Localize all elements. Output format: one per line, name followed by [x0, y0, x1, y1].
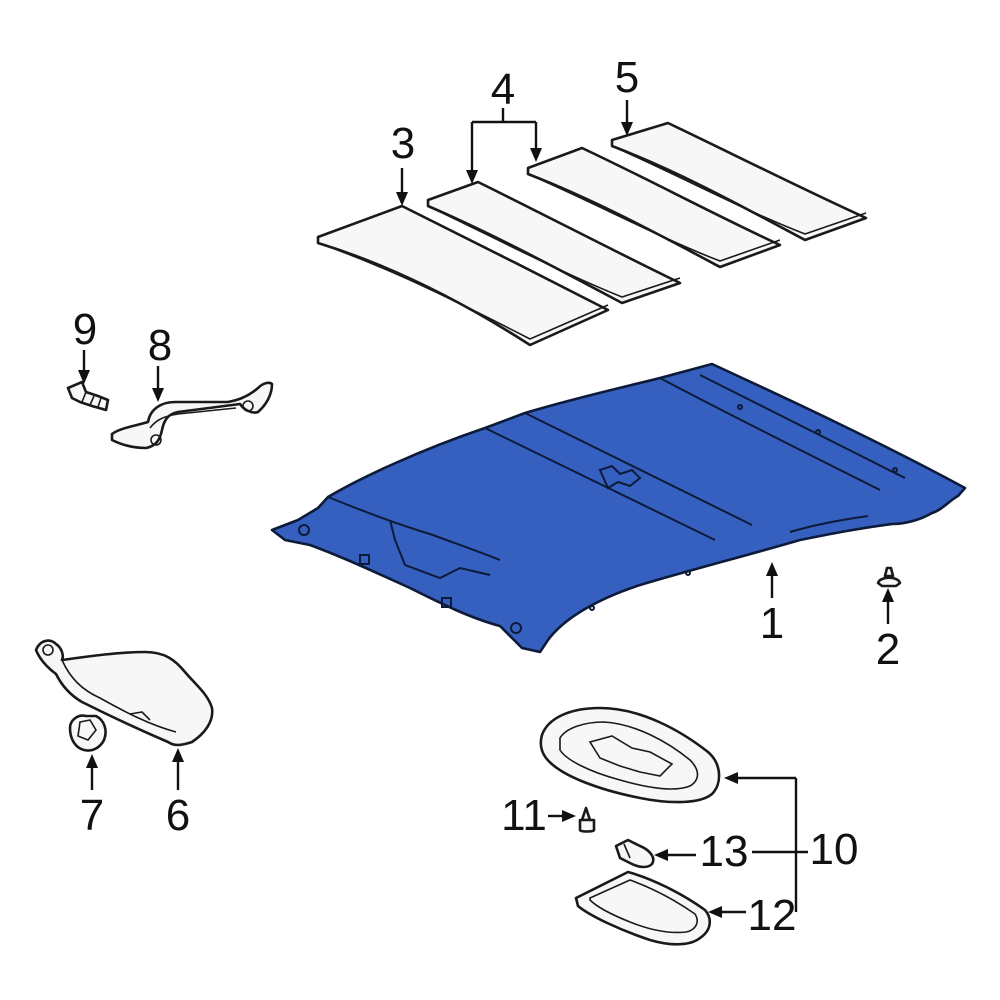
- headliner[interactable]: [270, 362, 967, 654]
- insulator-pad-4a[interactable]: [426, 180, 682, 305]
- lens-12[interactable]: [574, 870, 711, 946]
- callout-9: 9: [73, 305, 97, 354]
- assist-grip-8[interactable]: [110, 381, 274, 450]
- callout-3: 3: [391, 119, 415, 168]
- callout-12: 12: [748, 891, 797, 940]
- clip-2[interactable]: [876, 566, 902, 588]
- leader-lines: [78, 100, 894, 918]
- callout-labels: 1 2 3 4 5 6 7 8 9 10 11 12 13: [73, 53, 900, 940]
- callout-8: 8: [148, 321, 172, 370]
- callout-4: 4: [491, 65, 515, 114]
- bulb-13[interactable]: [614, 838, 655, 869]
- callout-2: 2: [876, 625, 900, 674]
- screw-9[interactable]: [66, 380, 110, 412]
- callout-6: 6: [166, 791, 190, 840]
- callout-5: 5: [615, 53, 639, 102]
- callout-10: 10: [810, 825, 859, 874]
- callout-7: 7: [80, 791, 104, 840]
- insulator-pad-5[interactable]: [610, 121, 868, 242]
- callout-11: 11: [501, 791, 547, 840]
- screw-11[interactable]: [578, 806, 596, 833]
- insulator-pad-3[interactable]: [316, 204, 610, 347]
- visor-holder-7[interactable]: [68, 714, 107, 752]
- callout-13: 13: [700, 827, 749, 876]
- insulator-pad-4b[interactable]: [526, 146, 782, 269]
- callout-1: 1: [760, 599, 784, 648]
- dome-lamp-10[interactable]: [539, 706, 721, 804]
- sun-visor-6[interactable]: [34, 639, 214, 747]
